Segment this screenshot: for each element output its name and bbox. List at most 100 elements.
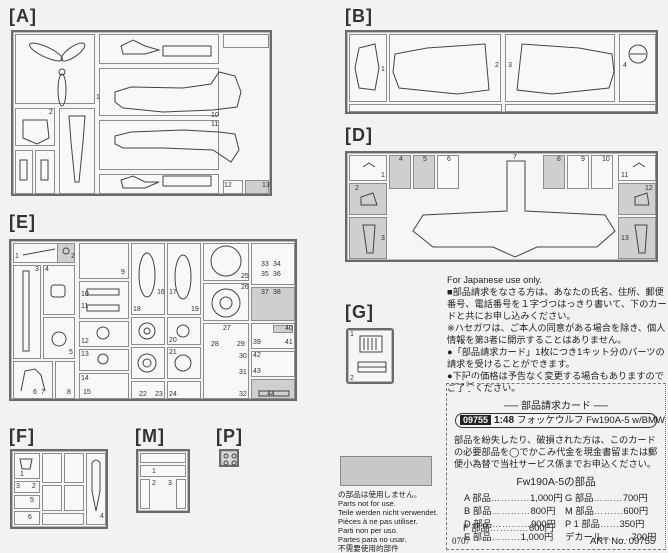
sprue-d-cell-1 [349,155,387,181]
sprue-m-cell-top [140,453,186,463]
sprue-d-label: [D] [345,125,373,145]
price-part: M 部品 [565,506,594,516]
nfu-line-es: Partes para no usar. [338,535,407,544]
sprue-b-part-2: 2 [495,62,499,69]
sprue-f-cell-1 [14,453,40,479]
sprue-a-label: [A] [9,6,37,26]
sprue-e-part-29: 29 [237,341,245,348]
price-row: B 部品…………800円 [464,506,556,516]
sprue-a-part-12: 12 [224,182,232,189]
sprue-d-cell-2 [349,183,387,215]
wing-parts [354,43,648,95]
sprue-e-cell-20 [167,317,201,345]
price-row: E 部品………1,000円 [464,532,554,542]
sprue-e-cell-5 [43,317,75,359]
sprue-e-part-17: 17 [169,289,177,296]
sprue-m-cell-3 [176,479,186,509]
print-code: 0707 [452,536,470,546]
nfu-line-it: Parti non per uso. [338,526,398,535]
sprue-d-part-1: 1 [381,172,385,179]
sprue-e-part-35: 35 [261,271,269,278]
kit-number: 09755 [460,415,492,425]
sprue-e-part-16: 16 [157,289,165,296]
scissors-icon: ✂ [464,378,478,391]
sprue-e-cell-2 [57,243,75,263]
sprue-f-cell-mid3 [42,485,62,511]
sprue-g-parts [357,335,387,373]
sprue-d-part-8: 8 [557,156,561,163]
sprue-e-part-11: 11 [81,303,89,310]
sprue-e-cell-24 [167,381,201,399]
note-item: ●下記の価格は予告なく変更する場合もありますのでご了承ください。 [447,370,667,394]
not-for-use-legend: の部品は使用しません。 Parts not for use. Teile wer… [338,490,438,553]
sprue-f-part-2: 2 [32,483,36,490]
sprue-f-part-3: 3 [16,483,20,490]
sprue-a-cell-propeller [15,34,95,104]
price-value: 600円 [529,523,554,533]
note-item: ■部品請求をなさる方は、あなたの氏名、住所、郵便番号、電話番号を１字づつはっきり… [447,286,667,322]
card-title: ── 部品請求カード ── [504,401,608,412]
sprue-e-cell-33-36 [251,243,295,285]
sprue-f-cell-6 [14,511,40,525]
sprue-e-cell-22-23 [131,381,165,399]
sprue-a-cell-topright [223,34,269,48]
note-bullet: ※ [447,323,455,333]
sprue-m-cell-2 [140,479,150,509]
price-value: 350円 [619,519,645,529]
sprue-f-cell-mid2 [64,453,84,483]
sprue-m-frame: 1 2 3 [136,449,190,513]
sprue-g-part-2: 2 [350,375,354,382]
sprue-a-part-10: 10 [211,112,219,119]
nfu-line-ja: の部品は使用しません。 [338,490,422,499]
price-row: F 部品…………600円 [463,523,554,533]
nfu-line-fr: Pièces à ne pas utiliser. [338,517,418,526]
sprue-e-part-14: 14 [81,375,89,382]
sprue-a-part-13: 13 [262,182,270,189]
sprue-d-part-13: 13 [621,235,629,242]
sprue-b-part-3: 3 [508,62,512,69]
sprue-a-cell-armor [15,108,55,146]
sprue-d-cell-3 [349,217,387,259]
price-part: E 部品 [464,532,492,542]
sprue-f-cell-2-3 [14,481,40,493]
sprue-e-cell-9 [79,243,129,279]
note-bullet: ● [447,371,453,381]
price-value: 1,000円 [530,493,563,503]
sprue-e-part-6: 6 [33,389,37,396]
price-part: D 部品 [464,519,492,529]
price-value: 800円 [530,506,556,516]
sprue-f-cell-5 [14,495,40,509]
sprue-e-part-15: 15 [83,389,91,396]
sprue-b-part-4: 4 [623,62,627,69]
price-row: A 部品…………1,000円 [464,493,563,503]
sprue-f-part-5: 5 [30,497,34,504]
notes-heading: For Japanese use only. [447,275,542,285]
sprue-e-part-36: 36 [273,271,281,278]
sprue-d-part-2: 2 [355,185,359,192]
sprue-a-frame: 1 2 10 11 12 13 [11,30,272,196]
sprue-e-part-39: 39 [253,339,261,346]
price-part: A 部品 [464,493,491,503]
sprue-e-cell-40 [273,325,293,333]
sprue-e-part-4: 4 [45,266,49,273]
sprue-a-cell-cowl-bottom [99,174,219,194]
sprue-d-part-9: 9 [581,156,585,163]
sprue-d-cell-4 [389,155,411,189]
sprue-m-label: [M] [135,426,165,446]
sprue-e-part-30: 30 [239,353,247,360]
sprue-e-part-5: 5 [69,349,73,356]
card-instructions: 部品を紛失したり、破損された方は、このカードの必要部品を◯でかこみ代金を現金書留… [454,435,658,469]
sprue-d-part-10: 10 [602,156,610,163]
note-item: ●「部品請求カード」1枚につき1キット分のパーツの請求を受けることができます。 [447,346,667,370]
sprue-p-frame [219,449,239,467]
sprue-b-runner-left [349,104,502,112]
sprue-e-part-26: 26 [241,284,249,291]
sprue-a-cell-engine-mount [59,108,95,194]
sprue-d-part-7: 7 [513,154,517,161]
sprue-e-part-9: 9 [121,269,125,276]
sprue-a-cell-fuselage-left [99,68,219,116]
sprue-b-frame: 1 2 3 4 [345,30,658,114]
sprue-d-part-11: 11 [621,172,629,179]
price-value: 600円 [623,506,649,516]
sprue-e-cell-6-7 [13,361,53,399]
